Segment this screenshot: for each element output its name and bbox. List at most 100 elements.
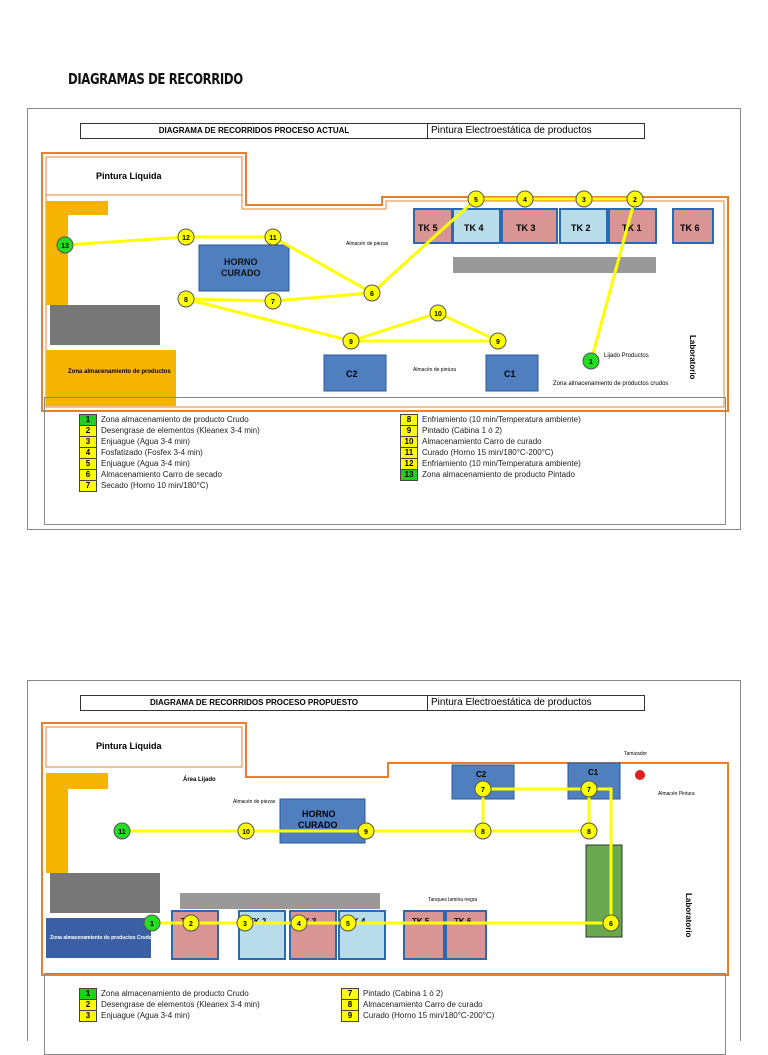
diagram-actual-panel: DIAGRAMA DE RECORRIDOS PROCESO ACTUAL Pi… [27,108,741,530]
legend-number: 13 [400,468,418,481]
route-node-label: 10 [434,311,442,318]
legend-text: Enfriamiento (10 min/Temperatura ambient… [422,459,581,468]
almacen-piezas-label: Almacén de piezas [233,799,276,805]
route-node [264,228,282,246]
route-node [182,914,200,932]
legend-text: Secado (Horno 10 min/180°C) [101,481,209,490]
legend-number: 9 [341,1009,359,1022]
bench [50,305,160,345]
legend-text: Almacenamiento Carro de secado [101,470,222,479]
route-node [264,292,282,310]
route-node [290,914,308,932]
tank-label: TK 4 [464,223,484,233]
route-node [56,236,74,254]
c1-label: C1 [588,768,599,777]
outer-wall [41,722,729,976]
route-node-label: 4 [297,921,301,928]
tank-label: TK 5 [418,223,438,233]
tamizador-icon [635,770,645,780]
legend-number: 11 [400,446,418,459]
tank [403,910,445,960]
zona-productos [46,350,176,406]
route-path [64,235,373,295]
legend-text: Pintado (Cabina 1 ó 2) [422,426,503,435]
zona-pintados [46,773,108,873]
almacen-pintura-label: Almacén Pintura [658,791,695,797]
route-node-label: 5 [474,197,478,204]
cabina-c2 [323,354,387,392]
header-title: DIAGRAMA DE RECORRIDOS PROCESO PROPUESTO [81,696,428,710]
route-node-label: 3 [243,921,247,928]
route-node [489,332,507,350]
diagram-propuesto-panel: DIAGRAMA DE RECORRIDOS PROCESO PROPUESTO… [27,680,741,1055]
c2-label: C2 [346,369,358,379]
lijado-label: Lijado Productos [604,353,649,359]
route-node-label: 6 [609,921,613,928]
legend-text: Desengrase de elementos (Kleanex 3-4 min… [101,1000,260,1009]
cabina-c1 [485,354,539,392]
route-node-label: 6 [370,291,374,298]
legend-text: Enjuague (Agua 3-4 min) [101,459,190,468]
pintura-liquida-room [45,156,243,196]
pintura-liquida-room [45,726,243,768]
outer-wall [41,152,729,412]
route-node [582,352,600,370]
route-node [236,914,254,932]
route-node-label: 8 [481,829,485,836]
route-node [177,290,195,308]
route-node-label: 11 [118,829,126,836]
legend-text: Enjuague (Agua 3-4 min) [101,437,190,446]
legend-text: Almacenamiento Carro de curado [363,1000,483,1009]
legend-text: Zona almacenamiento de producto Pintado [422,470,575,479]
tank [559,208,608,244]
route-node [474,780,492,798]
c1-label: C1 [504,369,516,379]
rack [453,257,656,273]
route-node [363,284,381,302]
route-node-label: 9 [349,339,353,346]
pintura-liquida-label: Pintura Liquida [96,741,162,751]
legend-text: Zona almacenamiento de producto Crudo [101,989,249,998]
laboratorio-label: Laboratorio [684,893,693,938]
tank-label: TK 6 [680,223,700,233]
route-node [580,780,598,798]
tanks-propuesto [171,910,487,960]
tank [445,910,487,960]
legend-text: Desengrase de elementos (Kleanex 3-4 min… [101,426,260,435]
route-node-label: 11 [269,235,277,242]
zona-crudos [46,918,151,958]
horno-label-1: HORNO [224,257,258,267]
legend-text: Almacenamiento Carro de curado [422,437,542,446]
tank [501,208,558,244]
tanques-label: Tanques lamina negra [428,897,477,903]
route-node-label: 4 [523,197,527,204]
horno-label-2: CURADO [298,820,338,830]
route-node-label: 10 [242,829,250,836]
route-node-label: 7 [271,299,275,306]
legend-text: Pintado (Cabina 1 ó 2) [363,989,444,998]
bench [50,873,160,913]
route-node-label: 9 [496,339,500,346]
header-title: DIAGRAMA DE RECORRIDOS PROCESO ACTUAL [81,124,428,138]
zona-crudos-label: Zona almacenamiento de productos Crudos [50,935,155,941]
route-node-label: 7 [587,787,591,794]
zona-crudos-label: Zona almacenamiento de productos crudos [553,381,668,387]
